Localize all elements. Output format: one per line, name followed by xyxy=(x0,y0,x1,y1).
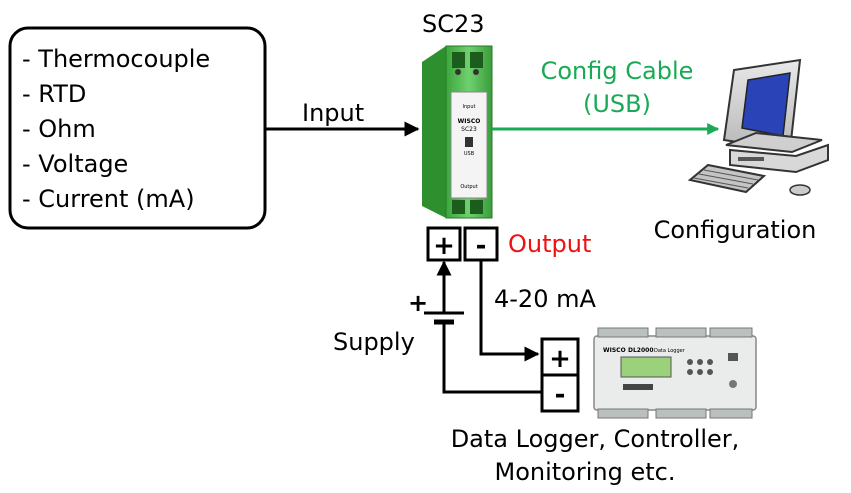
logger-plus-symbol: + xyxy=(549,344,571,374)
logger-caption-line2: Monitoring etc. xyxy=(495,458,676,486)
input-label: Input xyxy=(302,99,364,127)
output-label: Output xyxy=(508,230,591,258)
current-range-label: 4-20 mA xyxy=(494,285,596,313)
device-input-label: Input xyxy=(463,104,476,110)
logger-minus-symbol: - xyxy=(555,380,566,410)
output-minus-terminal xyxy=(463,226,499,262)
signal-conditioner-device: Input WISCO SC23 USB Output xyxy=(422,45,493,219)
config-cable-label-usb: (USB) xyxy=(583,90,651,118)
output-minus-symbol: - xyxy=(476,231,487,261)
config-cable: Config Cable (USB) xyxy=(492,57,720,135)
input-connection: Input xyxy=(265,99,420,137)
supply-return-wire xyxy=(442,322,542,394)
logger-brand: WISCO xyxy=(603,347,626,354)
config-cable-label: Config Cable xyxy=(541,57,694,85)
input-type-item: - Voltage xyxy=(22,150,128,178)
logger-caption-line1: Data Logger, Controller, xyxy=(451,425,740,453)
output-plus-symbol: + xyxy=(433,231,455,261)
input-type-item: - Ohm xyxy=(22,115,96,143)
device-usb-label: USB xyxy=(464,151,475,157)
supply-label: Supply xyxy=(333,328,415,356)
device-brand: WISCO xyxy=(458,118,481,125)
desktop-computer-icon xyxy=(687,58,829,196)
device-model: SC23 xyxy=(461,126,477,133)
logger-minus-terminal xyxy=(540,373,580,413)
input-types-box: - Thermocouple - RTD - Ohm - Voltage - C… xyxy=(8,26,267,230)
data-logger-device: WISCO DL2000 Data Logger xyxy=(593,327,757,419)
usb-port-icon xyxy=(465,137,473,147)
device-output-label: Output xyxy=(460,184,477,190)
supply-plus-symbol: + xyxy=(408,289,428,317)
configuration-label: Configuration xyxy=(654,216,817,244)
logger-subtitle: Data Logger xyxy=(654,348,686,354)
input-type-item: - RTD xyxy=(22,80,86,108)
logger-terminals: + - xyxy=(540,337,580,413)
device-title: SC23 xyxy=(422,10,485,38)
logger-lcd xyxy=(620,356,672,378)
battery-symbol-icon xyxy=(424,311,464,325)
input-type-item: - Thermocouple xyxy=(22,45,210,73)
loop-wiring xyxy=(436,260,542,394)
output-to-logger-arrow xyxy=(479,260,540,362)
logger-model: DL2000 xyxy=(628,347,654,354)
output-terminals: + - Output xyxy=(426,226,591,262)
input-type-item: - Current (mA) xyxy=(22,185,195,213)
output-plus-terminal xyxy=(426,226,462,262)
